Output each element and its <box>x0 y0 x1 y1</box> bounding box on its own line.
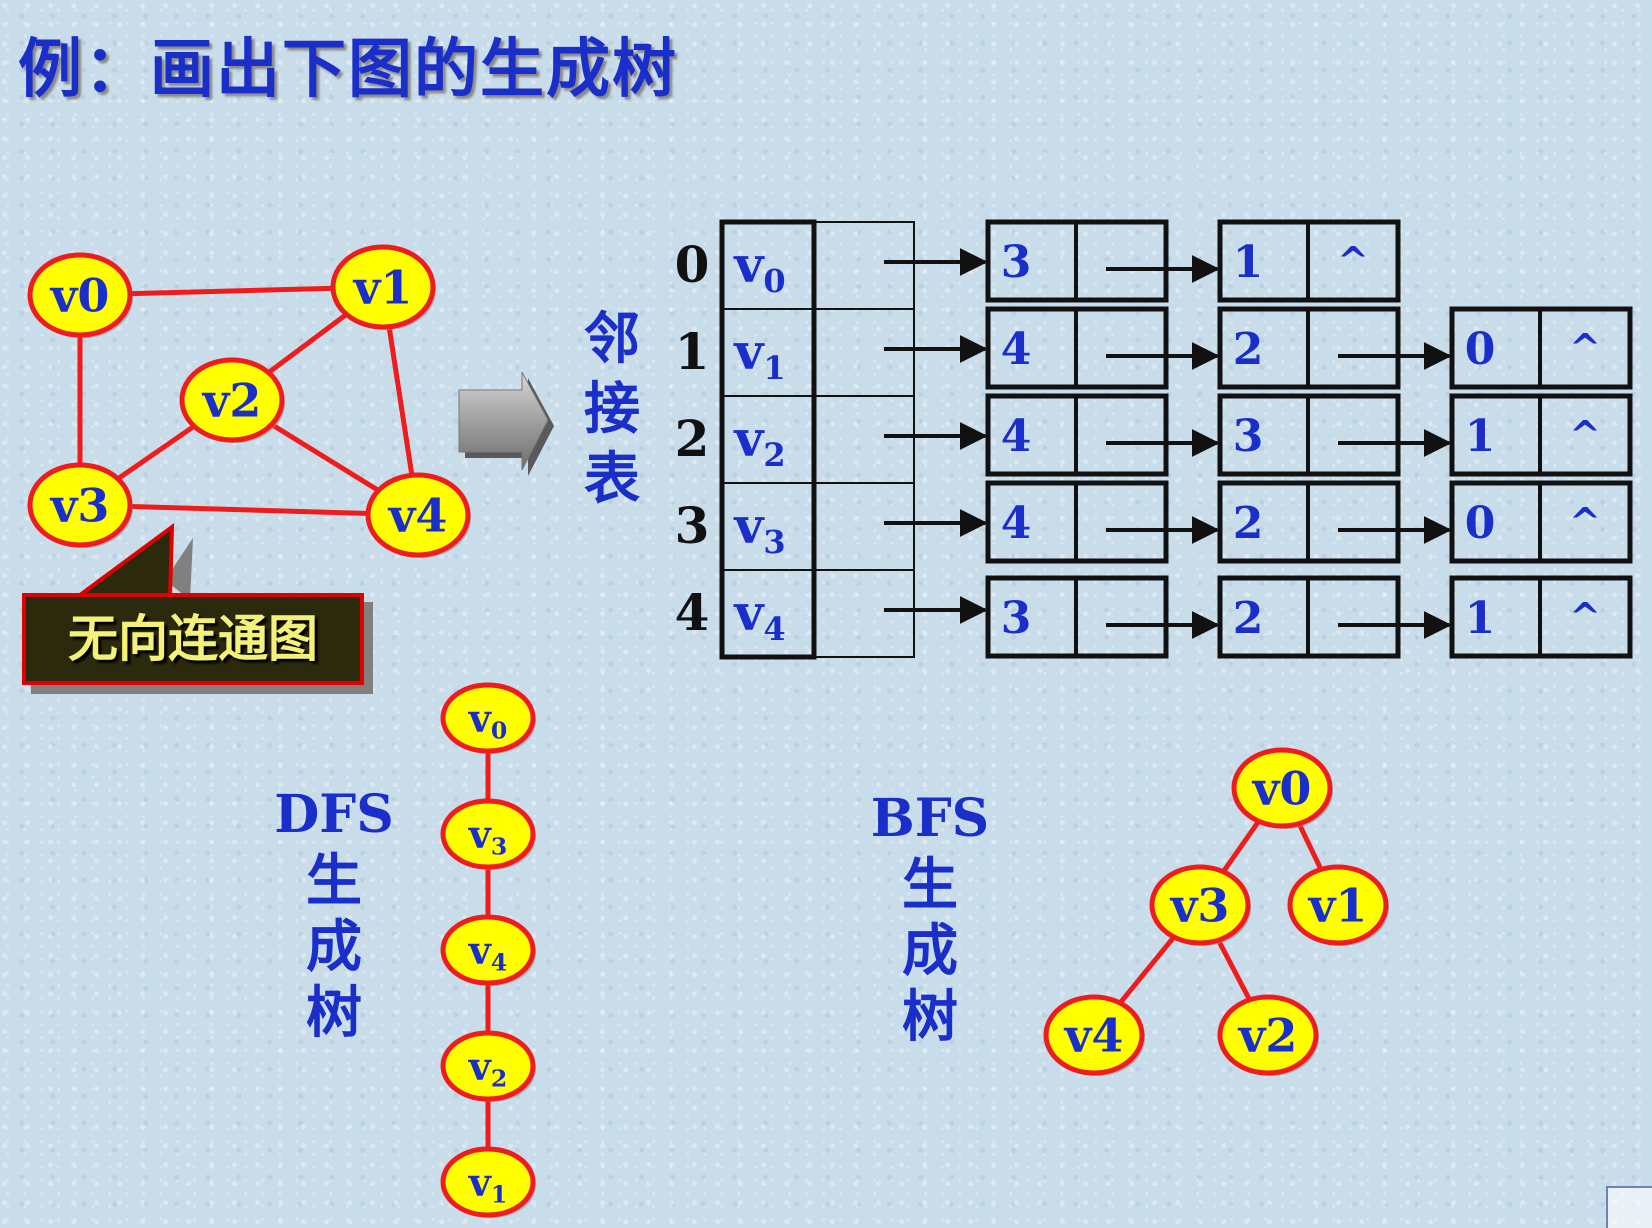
row-index-2: 2 <box>675 409 710 468</box>
bfs-node-v1-label: v1 <box>1308 879 1368 933</box>
dfs-spanning-tree: v0 v3 v4 v2 v1 <box>440 682 536 1218</box>
graph-edge-v3-v4 <box>79 502 419 518</box>
row-index-3: 3 <box>675 496 710 555</box>
list-node-value-4-2: 1 <box>1465 593 1496 644</box>
list-node-value-2-0: 4 <box>1001 411 1032 462</box>
list-node-value-3-1: 2 <box>1233 498 1264 549</box>
list-node-value-1-2: 0 <box>1465 324 1496 375</box>
adjacency-list-label: 邻接表 <box>584 306 640 512</box>
dfs-node-4 <box>440 1146 536 1218</box>
bfs-spanning-tree: v0 v3 v1 v4 v2 <box>1043 747 1389 1076</box>
transform-arrow <box>458 371 554 476</box>
list-node-value-0-1: 1 <box>1233 237 1264 288</box>
dfs-node-2 <box>440 914 536 986</box>
bfs-node-v4-label: v4 <box>1064 1009 1124 1063</box>
graph-node-v0 <box>27 252 133 338</box>
dfs-node-0-label: v0 <box>468 696 507 745</box>
bfs-label-char-0: 生 <box>902 852 958 918</box>
bfs-label-char-2: 树 <box>902 984 958 1050</box>
slide-nav-button[interactable] <box>1606 1186 1652 1228</box>
graph-node-v2-label: v2 <box>202 374 262 428</box>
list-node-value-3-0: 4 <box>1001 498 1032 549</box>
dfs-label-head: DFS <box>274 784 394 845</box>
row-index-1: 1 <box>675 322 710 381</box>
list-node-value-4-1: 2 <box>1233 593 1264 644</box>
graph-node-v1-label: v1 <box>353 261 413 315</box>
head-vertex-0: v0 <box>733 235 785 300</box>
head-vertex-4: v4 <box>733 583 785 648</box>
list-node-null-0: ^ <box>1337 238 1369 283</box>
list-node-value-1-0: 4 <box>1001 324 1032 375</box>
list-node-value-3-2: 0 <box>1465 498 1496 549</box>
list-node-value-2-2: 1 <box>1465 411 1496 462</box>
bfs-node-v0-label: v0 <box>1252 762 1312 816</box>
adjacency-head-table: 0 v0 1 v1 2 v2 3 v3 4 v4 <box>675 219 915 660</box>
row-index-0: 0 <box>675 235 710 294</box>
graph-node-v0-label: v0 <box>50 269 110 323</box>
bfs-label-head: BFS <box>871 788 989 849</box>
dfs-label-char-2: 树 <box>306 980 362 1046</box>
list-node-null-2: ^ <box>1569 412 1601 457</box>
head-vertex-1: v1 <box>733 322 785 387</box>
bfs-node-v2 <box>1217 994 1319 1076</box>
bfs-node-v0 <box>1231 747 1333 829</box>
dfs-node-1 <box>440 798 536 870</box>
graph-node-v4-label: v4 <box>388 489 448 543</box>
dfs-node-2-label: v4 <box>468 928 507 977</box>
dfs-label-char-0: 生 <box>306 848 362 914</box>
graph-node-v3-label: v3 <box>50 479 110 533</box>
adjacency-label-char-1: 接 <box>584 376 640 442</box>
dfs-node-3 <box>440 1030 536 1102</box>
list-node-value-4-0: 3 <box>1001 593 1032 644</box>
list-node-null-3: ^ <box>1569 499 1601 544</box>
list-node-value-0-0: 3 <box>1001 237 1032 288</box>
list-node-value-2-1: 3 <box>1233 411 1264 462</box>
adjacency-label-char-2: 表 <box>584 446 640 512</box>
bfs-node-v4 <box>1043 994 1145 1076</box>
bfs-node-v2-label: v2 <box>1238 1009 1298 1063</box>
list-node-value-1-1: 2 <box>1233 324 1264 375</box>
graph-node-v1 <box>330 244 436 330</box>
list-node-null-1: ^ <box>1569 325 1601 370</box>
graph-node-v3 <box>27 462 133 548</box>
graph-nodes: v0 v1 v2 v3 v4 <box>27 244 471 558</box>
adjacency-node-lists: 3 1 ^ 4 2 0 ^ 4 3 1 ^ 4 2 0 ^ 3 2 1 ^ <box>884 219 1633 659</box>
undirected-graph-callout: 无向连通图 <box>22 593 364 685</box>
dfs-label-char-1: 成 <box>306 914 362 980</box>
graph-node-v2 <box>179 357 285 443</box>
adjacency-label-char-0: 邻 <box>584 306 640 372</box>
slide-title: 例：画出下图的生成树 <box>18 33 678 107</box>
graph-node-v4 <box>365 472 471 558</box>
head-vertex-3: v3 <box>733 496 785 561</box>
head-vertex-2: v2 <box>733 409 785 474</box>
dfs-node-1-label: v3 <box>468 812 507 861</box>
head-pointer-column <box>813 221 915 658</box>
row-index-4: 4 <box>675 583 710 642</box>
bfs-node-v1 <box>1287 864 1389 946</box>
list-node-null-4: ^ <box>1569 594 1601 639</box>
dfs-node-0 <box>440 682 536 754</box>
bfs-label-char-1: 成 <box>902 918 958 984</box>
dfs-node-4-label: v1 <box>468 1160 507 1209</box>
dfs-node-3-label: v2 <box>468 1044 507 1093</box>
bfs-node-v3 <box>1149 864 1251 946</box>
bfs-node-v3-label: v3 <box>1170 879 1230 933</box>
